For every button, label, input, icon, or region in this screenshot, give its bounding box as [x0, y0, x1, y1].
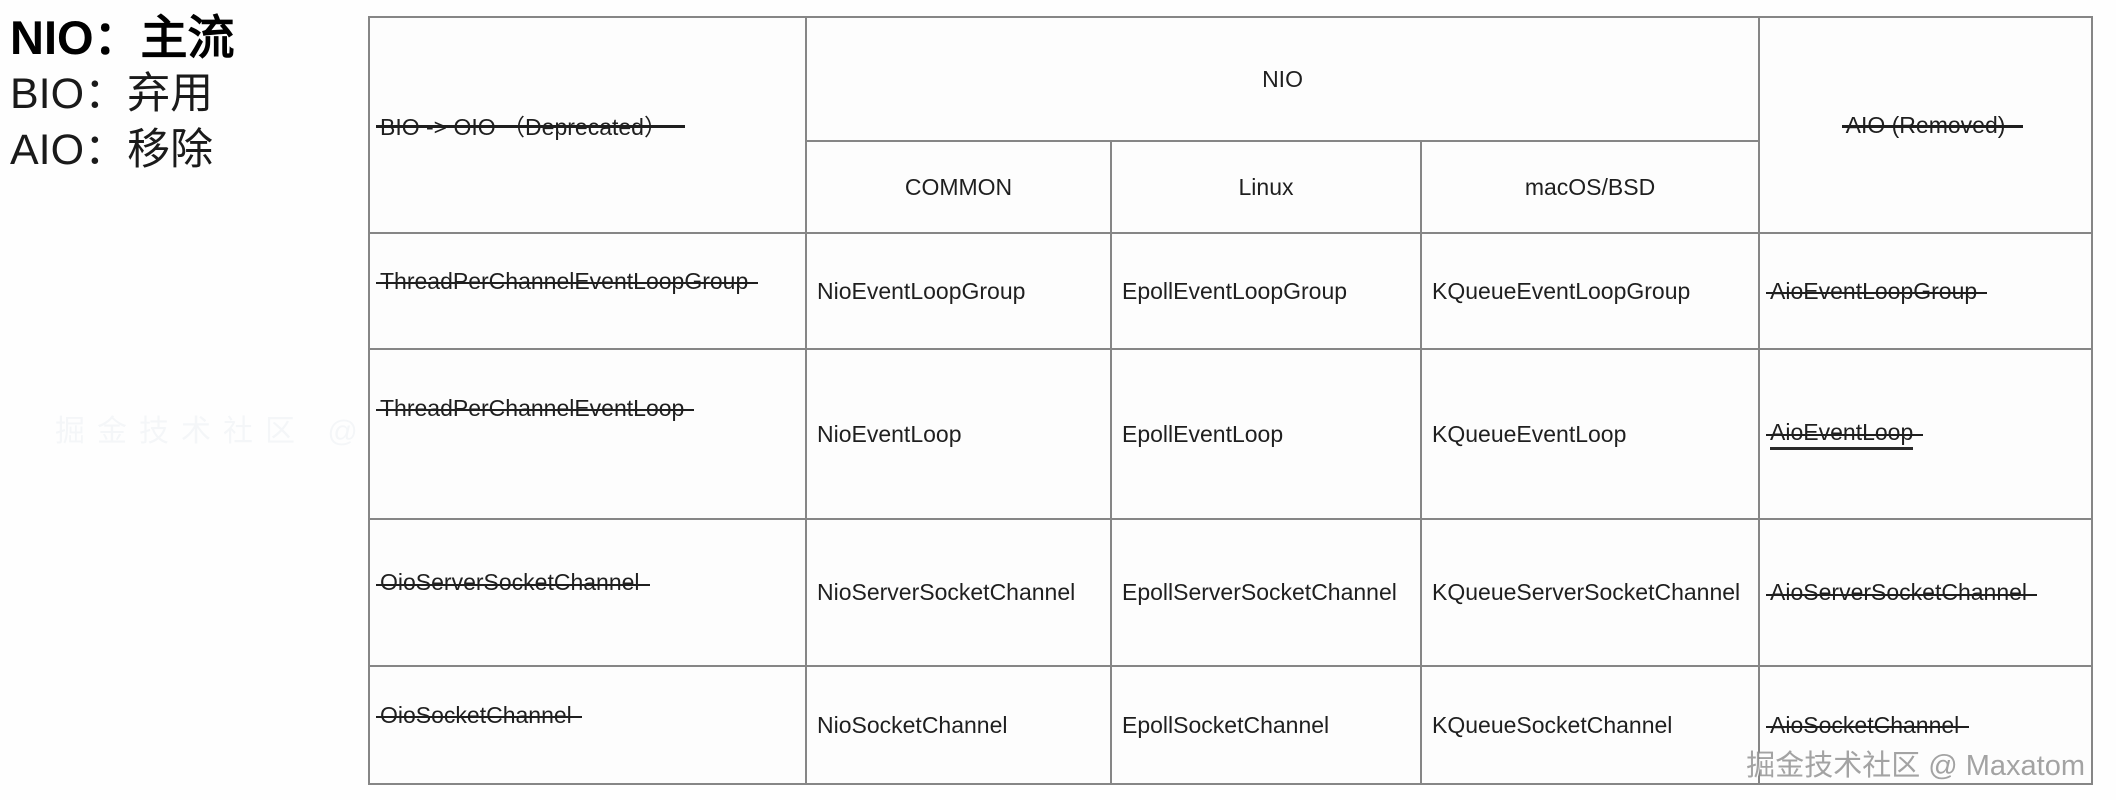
cell-oio-socketchannel: OioSocketChannel — [368, 665, 807, 785]
cell-aio-eventloopgroup: AioEventLoopGroup — [1758, 232, 2094, 350]
io-status-legend: NIO：主流 BIO：弃用 AIO：移除 — [10, 10, 235, 178]
cell-epoll-eventloopgroup: EpollEventLoopGroup — [1110, 232, 1422, 350]
cell-oio-eventloopgroup: ThreadPerChannelEventLoopGroup — [368, 232, 807, 350]
cell-nio-eventloop: NioEventLoop — [805, 348, 1112, 520]
legend-line-aio: AIO：移除 — [10, 126, 214, 174]
header-cell-aio: AIO (Removed) — [1758, 16, 2094, 234]
cell-aio-serversocketchannel: AioServerSocketChannel — [1758, 518, 2094, 667]
cell-epoll-eventloop: EpollEventLoop — [1110, 348, 1422, 520]
cell-nio-socketchannel: NioSocketChannel — [805, 665, 1112, 785]
cell-nio-serversocketchannel: NioServerSocketChannel — [805, 518, 1112, 667]
legend-line-bio: BIO：弃用 — [10, 70, 214, 118]
legend-line-nio: NIO：主流 — [10, 11, 235, 64]
cell-kqueue-eventloopgroup: KQueueEventLoopGroup — [1419, 232, 1761, 350]
header-row-main: BIO -> OIO （Deprecated） NIO AIO (Removed… — [368, 16, 2094, 234]
aio-removed-label: AIO (Removed) — [1841, 111, 2024, 138]
bio-oio-deprecated-label: BIO -> OIO （Deprecated） — [376, 108, 685, 142]
cell-epoll-serversocketchannel: EpollServerSocketChannel — [1110, 518, 1422, 667]
header-cell-nio: NIO — [804, 16, 1761, 142]
comparison-table: BIO -> OIO （Deprecated） NIO AIO (Removed… — [368, 16, 2094, 785]
cell-aio-socketchannel: AioSocketChannel — [1758, 665, 2094, 785]
cell-kqueue-socketchannel: KQueueSocketChannel — [1419, 665, 1761, 785]
header-cell-macos-bsd: macOS/BSD — [1419, 140, 1761, 234]
header-cell-common: COMMON — [805, 140, 1112, 234]
cell-oio-eventloop: ThreadPerChannelEventLoop — [368, 348, 807, 520]
cell-aio-eventloop: AioEventLoop — [1758, 348, 2094, 520]
header-cell-linux: Linux — [1110, 140, 1422, 234]
cell-oio-serversocketchannel: OioServerSocketChannel — [368, 518, 807, 667]
table-row-eventloop: ThreadPerChannelEventLoop NioEventLoop E… — [368, 348, 2094, 520]
header-cell-bio-oio: BIO -> OIO （Deprecated） — [368, 16, 807, 234]
juejin-watermark: 掘金技术社区 @ Maxatom — [1746, 750, 2085, 782]
table-row-eventloopgroup: ThreadPerChannelEventLoopGroup NioEventL… — [368, 232, 2094, 350]
header-row-sub: COMMON Linux macOS/BSD — [369, 140, 2092, 234]
cell-kqueue-serversocketchannel: KQueueServerSocketChannel — [1419, 518, 1761, 667]
table-row-serversocketchannel: OioServerSocketChannel NioServerSocketCh… — [368, 518, 2094, 667]
cell-kqueue-eventloop: KQueueEventLoop — [1419, 348, 1761, 520]
cell-epoll-socketchannel: EpollSocketChannel — [1110, 665, 1422, 785]
cell-nio-eventloopgroup: NioEventLoopGroup — [805, 232, 1112, 350]
ghost-watermark: 掘金技术社区 @ Maxatom — [55, 415, 365, 448]
table-row-socketchannel: OioSocketChannel NioSocketChannel EpollS… — [368, 665, 2094, 785]
